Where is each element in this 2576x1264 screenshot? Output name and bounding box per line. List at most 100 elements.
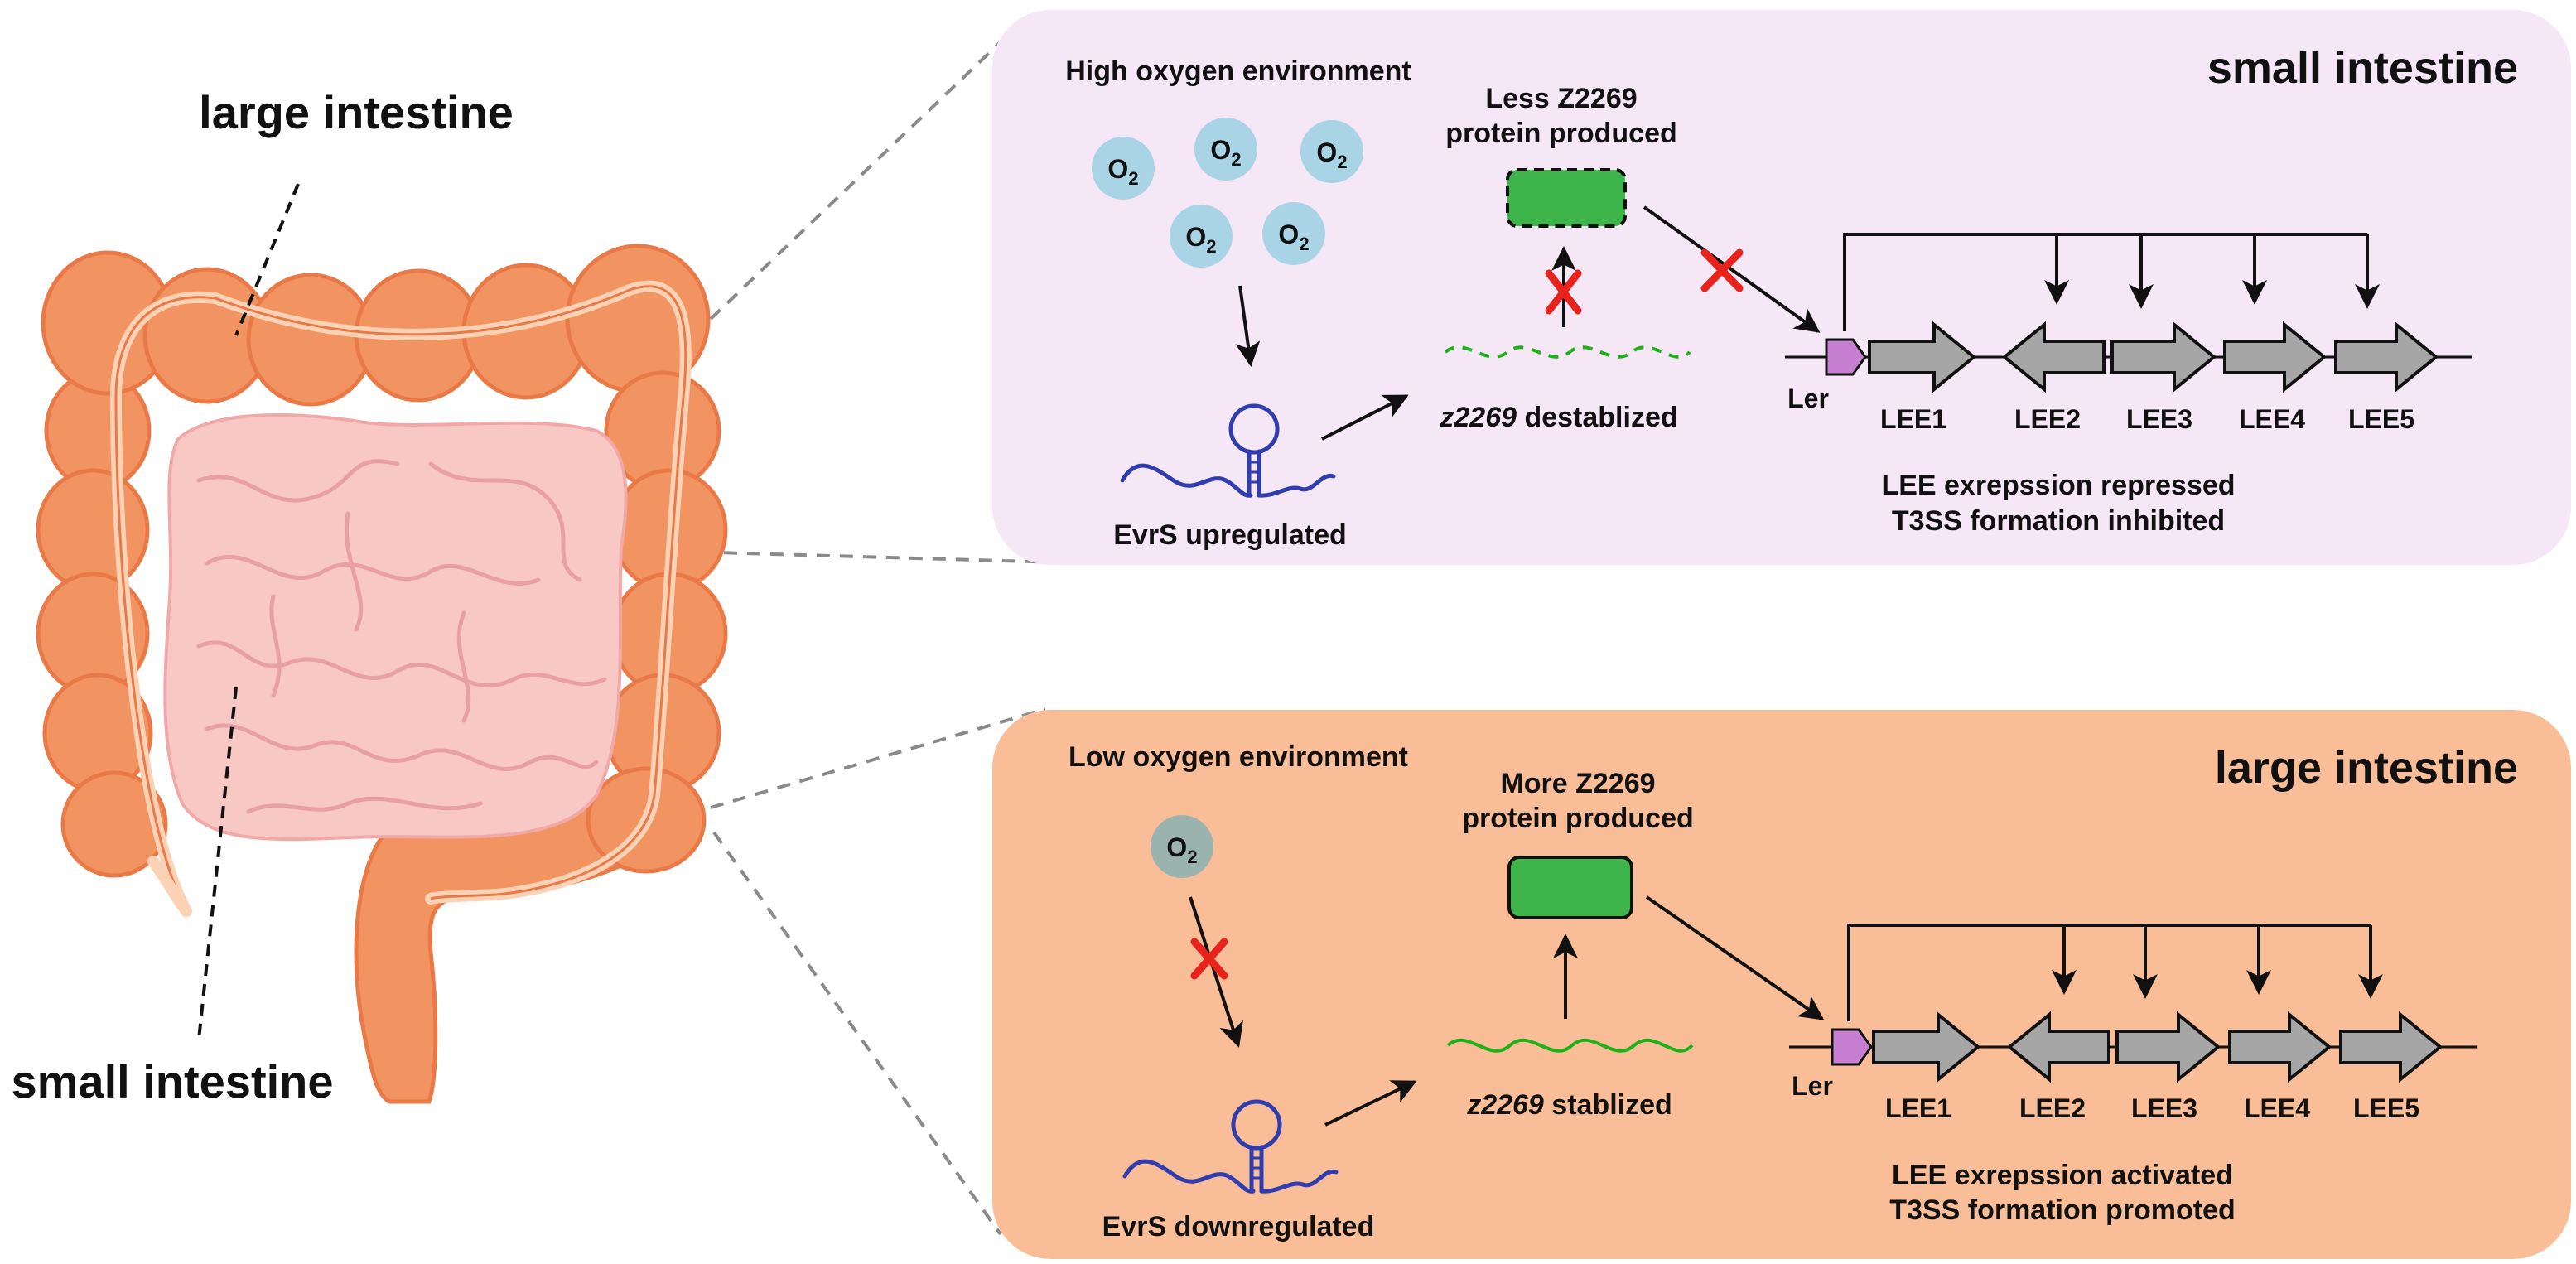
large-intestine-pointer [234, 183, 300, 336]
small-protein-label-2: protein produced [1445, 118, 1677, 149]
gene-label: LEE5 [2353, 1093, 2419, 1123]
large-intestine-panel: large intestine Low oxygen environment O… [992, 710, 2571, 1259]
appendix [147, 856, 192, 917]
small-intestine [163, 413, 628, 842]
ler-label: Ler [1792, 1071, 1833, 1101]
oxygen-molecule: O2 [1092, 137, 1155, 200]
oxygen-molecules-high: O2 O2 O2 O2 O2 [1092, 118, 1363, 268]
gene-label: LEE2 [2019, 1093, 2086, 1123]
small-rna-label: EvrS upregulated [1113, 519, 1347, 551]
gene-lee2 [2001, 321, 2106, 393]
large-panel-title: large intestine [2215, 743, 2518, 793]
ler-promoter-arrow [1831, 1028, 1873, 1066]
large-mrna-label: z2269 stablized [1466, 1089, 1672, 1121]
colon-lobe [36, 468, 150, 592]
block-x-icon [1700, 248, 1744, 292]
block-x-icon [1545, 269, 1582, 315]
small-panel-background [992, 10, 2571, 565]
intestine-illustration: large intestine small intestine [11, 86, 728, 1107]
intestine-fold [205, 723, 599, 772]
regulation-bracket [1843, 233, 2367, 331]
intestine-fold [428, 461, 582, 582]
gene-label: LEE2 [2014, 404, 2081, 434]
small-intestine-folds [196, 459, 607, 814]
svg-text:O2: O2 [1107, 154, 1138, 189]
colon-lobe [246, 273, 375, 407]
connector-small-top [709, 17, 1027, 321]
small-outcome-2: T3SS formation inhibited [1892, 505, 2225, 537]
intestine-fold [456, 610, 471, 723]
intestine-fold [345, 511, 364, 632]
ler-label: Ler [1787, 384, 1829, 413]
svg-text:O2: O2 [1210, 135, 1241, 170]
gene-label: LEE3 [2126, 404, 2192, 434]
gene-lee1 [1872, 1011, 1981, 1083]
connector-large-top [710, 707, 1046, 809]
arrow-rna-to-mrna [1321, 394, 1409, 441]
intestine-fold [196, 459, 400, 503]
gene-lee4 [2223, 321, 2328, 393]
intestine-fold [246, 796, 483, 814]
taenia-band [114, 285, 687, 912]
arrow-oxygen-to-rna-blocked [1189, 896, 1243, 1048]
lee-operon-large: Ler LEE1 LEE2 LEE3 LEE4 LEE5 [1789, 924, 2477, 1123]
gene-lee1 [1868, 321, 1977, 393]
small-panel-title: small intestine [2207, 43, 2518, 93]
small-intestine-label: small intestine [11, 1055, 333, 1107]
large-protein-label-1: More Z2269 [1500, 768, 1655, 799]
svg-text:O2: O2 [1278, 220, 1309, 254]
gene-label: LEE5 [2348, 404, 2414, 434]
large-intestine-label: large intestine [199, 86, 514, 138]
ler-promoter-arrow [1825, 338, 1867, 376]
connector-large-bottom [712, 831, 1002, 1236]
oxygen-molecule-low: O2 [1151, 815, 1213, 878]
arrow-protein-to-ler [1645, 895, 1825, 1020]
intestine-fold [269, 594, 282, 698]
gene-label: LEE3 [2131, 1093, 2197, 1123]
mrna-stabilized [1446, 1038, 1694, 1053]
large-protein-label-2: protein produced [1462, 803, 1694, 834]
large-outcome-1: LEE exrepssion activated [1892, 1160, 2233, 1191]
gene-lee4 [2228, 1011, 2332, 1083]
arrow-rna-to-mrna [1324, 1080, 1417, 1127]
evrs-rna-hairpin [1120, 403, 1336, 498]
oxygen-molecule: O2 [1170, 205, 1233, 268]
gene-label: LEE1 [1885, 1093, 1951, 1123]
large-rna-label: EvrS downregulated [1102, 1211, 1375, 1242]
svg-text:O2: O2 [1185, 222, 1216, 257]
oxygen-molecule: O2 [1300, 120, 1363, 183]
gene-label: LEE4 [2244, 1093, 2310, 1123]
svg-text:O2: O2 [1316, 137, 1347, 172]
small-outcome-1: LEE exrepssion repressed [1881, 470, 2235, 501]
regulation-bracket [1847, 924, 2371, 1021]
large-panel-background [992, 710, 2571, 1259]
lee-operon-small: Ler LEE1 LEE2 LEE3 LEE4 LEE5 [1785, 233, 2472, 434]
large-outcome-2: T3SS formation promoted [1889, 1194, 2235, 1226]
colon-lobe [60, 770, 168, 878]
evrs-rna-hairpin [1122, 1099, 1339, 1194]
intestine-fold [196, 640, 607, 688]
gene-lee5 [2339, 1011, 2443, 1083]
protein-z2269-less [1506, 168, 1627, 228]
mrna-destabilized [1444, 345, 1691, 359]
oxygen-molecule: O2 [1262, 202, 1325, 265]
small-mrna-label: z2269 destablized [1439, 402, 1677, 433]
small-env-label: High oxygen environment [1065, 55, 1411, 87]
gene-lee3 [2110, 321, 2217, 393]
small-intestine-panel: small intestine High oxygen environment … [992, 10, 2571, 565]
gene-label: LEE4 [2239, 404, 2305, 434]
arrow-protein-to-ler-blocked [1643, 205, 1821, 333]
gene-lee2 [2006, 1011, 2110, 1083]
arrow-oxygen-to-rna [1235, 285, 1261, 367]
large-env-label: Low oxygen environment [1069, 741, 1408, 773]
gene-lee3 [2115, 1011, 2221, 1083]
gene-lee5 [2334, 321, 2439, 393]
protein-z2269-more [1507, 856, 1633, 919]
svg-text:O2: O2 [1166, 832, 1197, 867]
rectum [354, 792, 632, 1104]
intestine-fold [205, 554, 541, 586]
small-protein-label-1: Less Z2269 [1485, 83, 1637, 114]
gene-label: LEE1 [1880, 404, 1946, 434]
oxygen-molecule: O2 [1194, 118, 1257, 181]
